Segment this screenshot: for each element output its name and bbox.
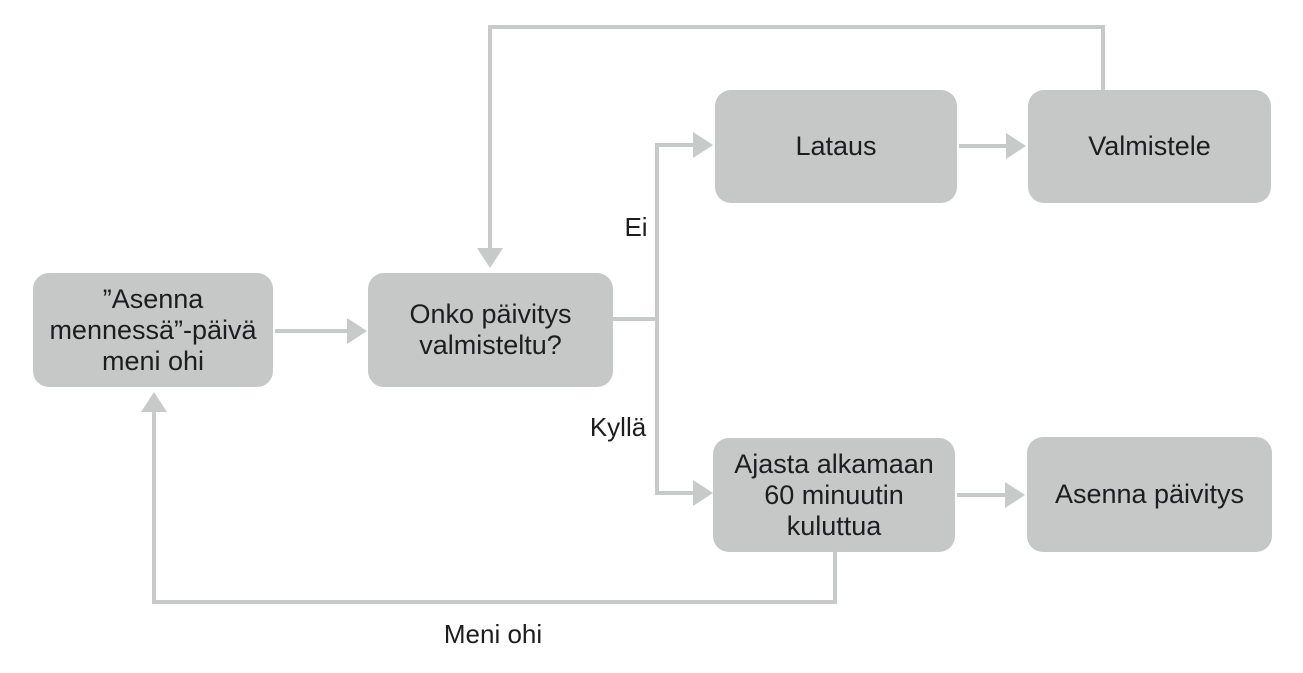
edge-loop-bottom-right-vertical [833, 552, 837, 604]
node-prepare: Valmistele [1028, 90, 1271, 203]
arrowhead-download-to-prepare-icon [1006, 133, 1026, 159]
arrowhead-yes-icon [693, 480, 713, 506]
edge-loop-top-right-vertical [1101, 27, 1105, 90]
node-install: Asenna päivitys [1027, 437, 1272, 552]
edge-loop-bottom-left-vertical [152, 412, 156, 604]
edge-loop-bottom-horizontal [152, 600, 837, 604]
edge-label-passed: Meni ohi [443, 619, 543, 649]
edge-label-yes: Kyllä [589, 412, 647, 442]
arrowhead-loop-top-icon [477, 248, 503, 268]
edge-download-to-prepare-shaft [959, 144, 1006, 148]
edge-schedule-to-install-shaft [957, 493, 1005, 497]
edge-decision-to-branch-shaft [613, 317, 657, 321]
edge-loop-top-left-vertical [488, 25, 492, 249]
edge-branch-vertical [655, 143, 659, 495]
edge-label-no: Ei [624, 212, 648, 242]
edge-start-to-decision-shaft [275, 329, 347, 333]
arrowhead-start-to-decision-icon [347, 318, 367, 344]
arrowhead-no-icon [693, 132, 713, 158]
edge-no-shaft [659, 143, 693, 147]
node-download: Lataus [715, 90, 957, 203]
node-update-prepared: Onko päivitys valmisteltu? [368, 273, 613, 387]
node-deadline-passed: ”Asenna mennessä”-päivä meni ohi [33, 273, 273, 387]
node-schedule: Ajasta alkamaan 60 minuutin kuluttua [713, 438, 955, 552]
arrowhead-loop-bottom-icon [141, 392, 167, 412]
arrowhead-schedule-to-install-icon [1005, 482, 1025, 508]
edge-yes-shaft [659, 491, 693, 495]
edge-loop-top-horizontal [488, 25, 1105, 29]
